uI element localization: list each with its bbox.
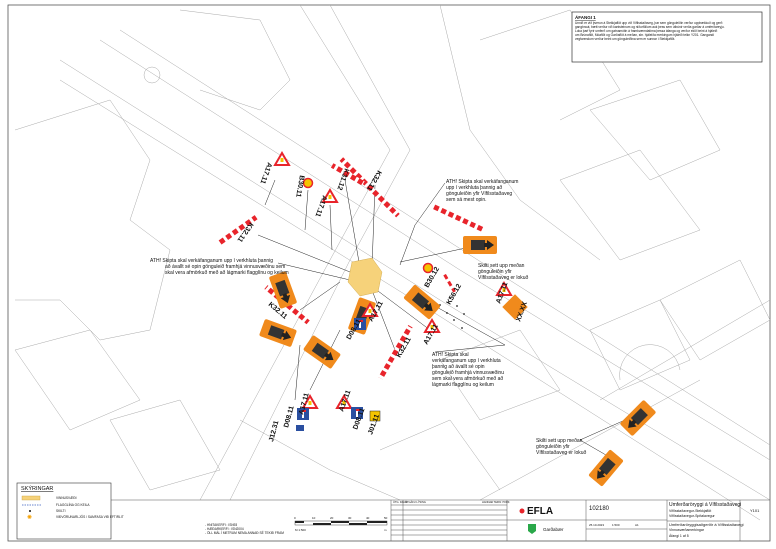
svg-text:Vífilsstaðaveg er lokuð: Vífilsstaðaveg er lokuð	[536, 449, 587, 456]
general-notes: - HNITAKERFI : ISN93- HÆÐARKERFI : ISN20…	[205, 523, 284, 535]
drawing-subtitle: Vinnusvæðamerkingar	[669, 527, 705, 532]
stage-text-line: gangbraut, bætt verður við kantsteinum o…	[575, 24, 725, 29]
legend-item: VINNUSVÆÐI	[56, 496, 77, 500]
svg-text:M 1:500: M 1:500	[295, 528, 306, 532]
svg-text:skal vera afmörkuð með að lágm: skal vera afmörkuð með að lágmarki flagg…	[165, 269, 289, 276]
svg-text:þannig að ávallt sé opin: þannig að ávallt sé opin	[432, 363, 485, 370]
b30-sign	[302, 177, 314, 189]
j01-sign	[369, 410, 381, 422]
svg-text:m: m	[384, 528, 387, 532]
note-left: ATH! Skipta skal verkáfanganum upp í ver…	[150, 258, 289, 276]
svg-text:0: 0	[294, 516, 296, 520]
base-map	[14, 4, 771, 521]
svg-text:ÚTGÁFU LÝSING: ÚTGÁFU LÝSING	[405, 499, 426, 504]
client-name: Garðabær	[543, 526, 564, 532]
svg-text:sem sá mest opin.: sem sá mest opin.	[446, 197, 487, 203]
drawing-scale: 1:500	[612, 523, 620, 527]
legend-sign-swatch	[29, 510, 31, 512]
svg-text:Vífilsstaðaveg er lokuð: Vífilsstaðaveg er lokuð	[478, 274, 529, 281]
barrier-k32-left	[217, 215, 258, 246]
chevron-k31	[330, 163, 365, 186]
sign-code: J12.31	[268, 420, 280, 443]
legend-item: VIÐVÖRUNARLJÓS / SAMFASA VIÐ EFTIRLIT	[56, 514, 124, 519]
efla-logo-mark	[519, 508, 525, 514]
svg-text:sem skal vera afmörkuð með að: sem skal vera afmörkuð með að	[432, 375, 503, 382]
project-subtitle: Vífilsstaðavegur-Spítalavegur	[669, 513, 716, 518]
barrier-k32-mid	[378, 325, 413, 380]
svg-text:gönguleiðin yfir: gönguleiðin yfir	[536, 443, 570, 450]
sign-code: B30.11	[294, 175, 305, 198]
sign-code: D08.11	[283, 405, 296, 428]
barrier-k32-right	[431, 203, 484, 232]
svg-text:- HNITAKERFI : ISN93: - HNITAKERFI : ISN93	[205, 523, 237, 527]
sign-code: J01.11	[367, 413, 381, 435]
barrier-k32-top	[339, 157, 400, 218]
svg-text:- ÖLL MÁL Í METRUM NEMA ANNAÐ: - ÖLL MÁL Í METRUM NEMA ANNAÐ SÉ TEKIÐ F…	[205, 530, 284, 535]
revision-headers: ÚTG. DAGS.ÚTGÁFU LÝSING HANNAÐ TEIKN YFIR…	[393, 499, 510, 504]
sign-code: K56.12	[446, 283, 463, 306]
legend-work-area-swatch	[21, 495, 41, 501]
barrier-k56	[443, 273, 456, 293]
work-area	[347, 257, 383, 297]
svg-text:50: 50	[384, 516, 388, 520]
drawing-date: 25.10.2023	[589, 523, 604, 527]
warning-light-icon: ✺	[27, 514, 32, 521]
drawing-number: Y101	[750, 508, 760, 513]
stage-text-line: vegfarendum verður beint um gönguleiðina…	[575, 36, 675, 41]
svg-text:ATH! Skipta skal verkáfanganum: ATH! Skipta skal verkáfanganum upp í ver…	[150, 258, 273, 264]
svg-text:Skilti sett upp meðan: Skilti sett upp meðan	[536, 437, 583, 444]
svg-text:gönguleiðin yfir: gönguleiðin yfir	[478, 268, 512, 275]
title-block-grid	[111, 499, 770, 541]
legend-box	[16, 482, 112, 540]
svg-text:verkáfanganum upp í verkhluta: verkáfanganum upp í verkhluta	[432, 358, 501, 364]
stage-text-line: um Brúnaflöt, Móaflöt og Garðaflöt á með…	[575, 32, 714, 37]
svg-text:20: 20	[330, 516, 334, 520]
svg-text:30: 30	[348, 516, 352, 520]
svg-text:gönguleiðin yfir Vífilsstaðave: gönguleiðin yfir Vífilsstaðaveg	[446, 190, 512, 197]
legend-title: SKÝRINGAR	[21, 485, 53, 492]
stage-count: Áfangi 1 af 5	[669, 534, 689, 538]
svg-text:Skilti sett upp meðan: Skilti sett upp meðan	[478, 262, 525, 269]
sign-code: A17.11	[258, 161, 272, 184]
scale-bar: 0 10 20 30 40 50 M 1:500 m	[294, 516, 388, 532]
xx-sign	[502, 294, 528, 320]
legend-item: FLAGGLÍNA OG KEILA	[56, 503, 90, 507]
svg-text:HANNAÐ TEIKN YFIRF.: HANNAÐ TEIKN YFIRF.	[482, 500, 510, 504]
svg-text:ATH! Skipta skal: ATH! Skipta skal	[432, 352, 469, 358]
svg-text:upp í verkhluta þannig að: upp í verkhluta þannig að	[446, 184, 502, 191]
b30-sign-2	[422, 262, 434, 274]
stage-info-box	[571, 11, 763, 63]
stage-text-line: Loka þarf fyrir umferð um gatnamótin á f…	[575, 28, 717, 33]
sheet-size: A1	[635, 523, 639, 527]
stage-title: ÁFANGI 1	[575, 14, 596, 20]
svg-text:ÚTG. DAGS.: ÚTG. DAGS.	[393, 499, 408, 504]
sign-code: K32.11	[365, 169, 382, 192]
sheet-border	[7, 4, 771, 542]
stage-text-line: Unnið er við þverun á Stekkjaflöt upp vi…	[575, 20, 723, 25]
sign-code: A17.11	[313, 194, 327, 217]
legend-item: SKILTI	[56, 509, 66, 513]
gardabaer-shield-icon	[528, 524, 536, 534]
project-number: 102180	[589, 506, 610, 512]
j12-sign	[296, 425, 304, 431]
svg-text:að ávallt sé opin gönguleið fr: að ávallt sé opin gönguleið framhjá vinn…	[165, 263, 285, 270]
svg-text:- HÆÐARKERFI : ISN2004: - HÆÐARKERFI : ISN2004	[205, 527, 244, 531]
svg-text:lágmarki flagglínu og keilum: lágmarki flagglínu og keilum	[432, 382, 494, 388]
svg-text:40: 40	[366, 516, 370, 520]
svg-text:10: 10	[312, 516, 316, 520]
svg-text:gönguleið framhjá vinnusvæðinu: gönguleið framhjá vinnusvæðinu	[432, 369, 504, 376]
project-subtitle: Vífilsstaðavegur-Stekkjaflöt	[669, 508, 711, 513]
svg-text:ATH! Skipta skal verkáfanganum: ATH! Skipta skal verkáfanganum	[446, 179, 518, 185]
project-title: Umferðaröryggi á Vífilsstaðavegi	[669, 501, 741, 508]
efla-logo: EFLA	[527, 506, 553, 517]
drawing-title: Umferðaröryggisaðgerðir á Vífilsstaðaveg…	[669, 522, 744, 527]
